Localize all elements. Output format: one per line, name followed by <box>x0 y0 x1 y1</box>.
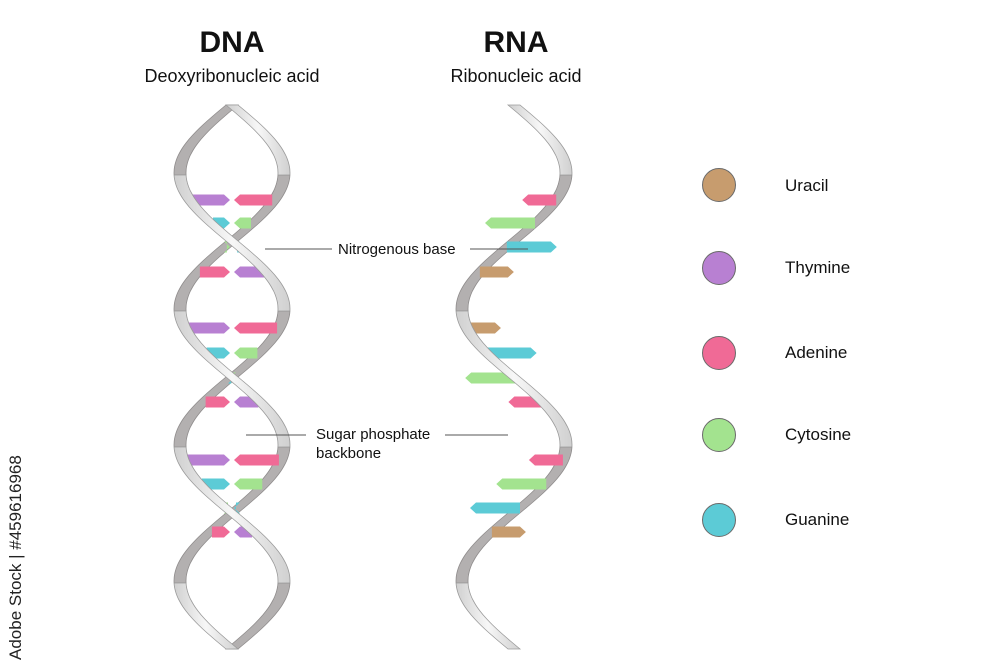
dna-strand-a-front-segment <box>173 582 240 650</box>
rna-base-uracil <box>491 526 526 538</box>
dna-base-cytosine <box>234 217 252 229</box>
dna-strand-b-back-segment <box>224 582 291 650</box>
dna-base-adenine <box>234 454 279 466</box>
legend-swatch-uracil <box>702 168 736 202</box>
dna-strand-a-front-segment <box>173 310 291 448</box>
rna-strand-front-segment <box>455 310 573 448</box>
legend-swatch-cytosine <box>702 418 736 452</box>
dna-base-adenine <box>205 396 230 408</box>
dna-base-adenine <box>211 526 230 538</box>
rna-base-cytosine <box>485 217 536 229</box>
legend-swatch-thymine <box>702 251 736 285</box>
legend-label-adenine: Adenine <box>785 343 848 362</box>
nitrogenous-base-label: Nitrogenous base <box>338 241 456 258</box>
rna-strand-front-segment <box>455 582 522 650</box>
dna-base-guanine <box>234 502 240 514</box>
rna-strand-back-segment <box>455 446 573 584</box>
dna-backbone-front <box>173 104 291 650</box>
rna-strand-front-segment <box>506 104 573 176</box>
dna-base-thymine <box>186 322 230 334</box>
rna-title: RNA <box>483 26 549 59</box>
rna-base-cytosine <box>496 478 547 490</box>
dna-base-thymine <box>191 194 230 206</box>
dna-base-cytosine <box>224 241 230 253</box>
rna-base-guanine <box>469 502 520 514</box>
rna-base-uracil <box>466 322 501 334</box>
rna-base-adenine <box>528 454 563 466</box>
dna-base-thymine <box>185 454 230 466</box>
dna-base-adenine <box>199 266 230 278</box>
legend-label-thymine: Thymine <box>785 258 851 277</box>
dna-subtitle: Deoxyribonucleic acid <box>144 66 320 86</box>
dna-strand-a-front-segment <box>224 104 291 176</box>
rna-base-adenine <box>522 194 557 206</box>
stock-watermark: Adobe Stock | #459616968 <box>6 455 25 660</box>
legend-swatch-adenine <box>702 336 736 370</box>
dna-strand-b-front-segment <box>173 446 291 584</box>
dna-strand-b-back-segment <box>173 104 240 176</box>
rna-bases <box>465 194 563 538</box>
dna-base-cytosine <box>234 478 263 490</box>
rna-base-guanine <box>486 347 537 359</box>
sugar-phosphate-label-line2: backbone <box>316 445 382 462</box>
legend-label-uracil: Uracil <box>785 176 829 195</box>
sugar-phosphate-label-line1: Sugar phosphate <box>316 426 431 443</box>
rna-base-uracil <box>479 266 514 278</box>
annotation-leader-lines <box>246 248 528 436</box>
dna-base-thymine <box>234 266 265 278</box>
legend-label-cytosine: Cytosine <box>785 425 852 444</box>
rna-backbone-front <box>455 104 573 650</box>
legend-label-guanine: Guanine <box>785 510 850 529</box>
rna-subtitle: Ribonucleic acid <box>450 66 582 86</box>
dna-base-adenine <box>234 322 278 334</box>
dna-base-adenine <box>234 194 273 206</box>
dna-base-cytosine <box>234 347 258 359</box>
rna-base-guanine <box>506 241 557 253</box>
legend-swatch-guanine <box>702 503 736 537</box>
rna-base-cytosine <box>465 372 516 384</box>
dna-title: DNA <box>199 26 265 59</box>
dna-strand-b-front-segment <box>173 174 291 312</box>
